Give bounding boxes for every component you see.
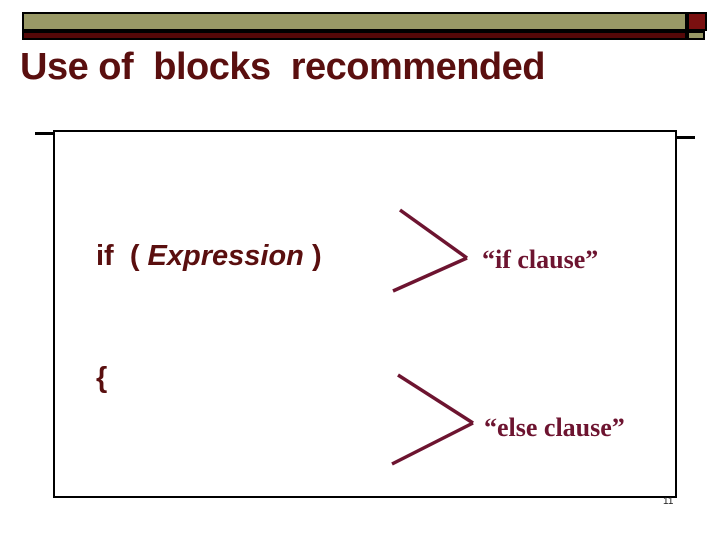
code-block: if ( Expression ) { } else { }	[96, 155, 322, 540]
slide-title: Use of blocks recommended	[20, 46, 546, 88]
code-if-suffix: )	[303, 240, 322, 272]
if-clause-label: “if clause”	[482, 245, 599, 274]
header-olive-bar	[22, 12, 687, 31]
code-if-prefix: if (	[96, 240, 148, 272]
code-line-if: if ( Expression )	[96, 236, 322, 277]
chevron-right-icon	[392, 208, 469, 293]
else-clause-label: “else clause”	[484, 413, 625, 442]
content-box	[53, 130, 677, 498]
code-blank-line	[96, 479, 322, 520]
code-expression: Expression	[147, 240, 304, 272]
guide-line-left-tick	[35, 132, 55, 135]
header-olive-square	[687, 31, 705, 40]
page-number: 11	[663, 496, 674, 507]
chevron-right-icon	[391, 373, 474, 466]
code-line-open-brace-1: {	[96, 361, 108, 394]
header-red-square	[687, 12, 707, 31]
guide-line-right-tick	[676, 136, 695, 139]
header-red-bar	[22, 31, 687, 40]
